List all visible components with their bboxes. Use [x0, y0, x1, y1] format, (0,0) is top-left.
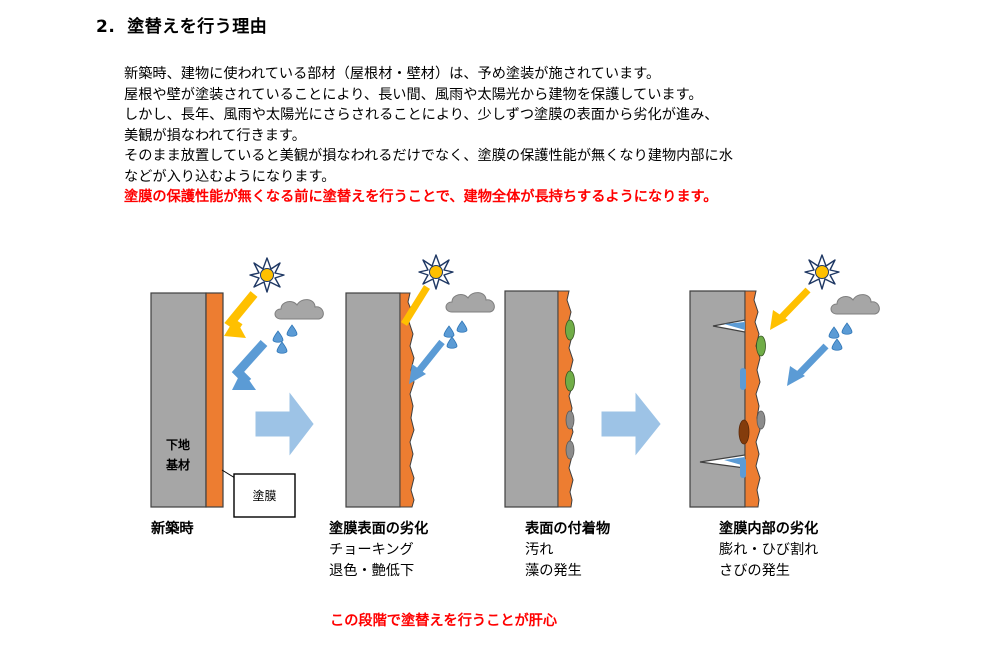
section-heading: 2. 塗替えを行う理由 [96, 12, 267, 37]
stage-title: 表面の付着物 [525, 521, 611, 537]
raindrop-icon [286, 324, 298, 337]
water-blister [740, 368, 746, 390]
paragraph-line: 新築時、建物に使われている部材（屋根材・壁材）は、予め塗装が施されています。 [124, 66, 661, 82]
coating-callout-line [221, 469, 236, 479]
stage-detail: 膨れ・ひび割れ [719, 542, 819, 558]
stage-title: 新築時 [151, 521, 194, 537]
dirt-deposit [756, 410, 766, 430]
algae-deposit [756, 335, 766, 357]
stage-detail: 退色・艶低下 [329, 563, 415, 579]
sunlight-arrow-head [770, 310, 788, 330]
key-point-note: この段階で塗替えを行うことが肝心 [330, 613, 558, 629]
stage-detail: さびの発生 [719, 563, 790, 579]
explanation-paragraph: 新築時、建物に使われている部材（屋根材・壁材）は、予め塗装が施されています。 屋… [124, 64, 884, 208]
algae-deposit [565, 319, 575, 341]
coating-layer [744, 290, 761, 508]
paragraph-line: などが入り込むようになります。 [124, 168, 336, 185]
substrate-wall [345, 292, 401, 508]
rain-arrow-head [232, 370, 256, 390]
substrate-wall [150, 292, 207, 508]
paragraph-line: そのまま放置していると美観が損なわれるだけでなく、塗膜の保護性能が無くなり建物内… [124, 148, 733, 164]
algae-deposit [565, 370, 575, 392]
raindrop-icon [831, 338, 843, 351]
stage-title: 塗膜表面の劣化 [329, 521, 429, 537]
rust-spot [738, 419, 750, 445]
section-number: 2. [96, 17, 116, 37]
raindrop-icon [456, 320, 468, 333]
water-ingress [724, 457, 745, 466]
raindrop-icon [276, 341, 288, 354]
cloud-icon [830, 294, 880, 315]
sun-icon [418, 254, 454, 290]
water-ingress [724, 322, 745, 330]
rain-arrow-head [409, 364, 426, 384]
stage-1-new: 下地 基材 塗膜 [150, 257, 324, 518]
raindrop-icon [443, 325, 455, 338]
stage-4-caption: 塗膜内部の劣化 膨れ・ひび割れ さびの発生 [719, 519, 818, 582]
coating-label: 塗膜 [252, 488, 276, 503]
rain-arrow-head [787, 366, 805, 386]
stage-2-caption: 塗膜表面の劣化 チョーキング 退色・艶低下 [329, 519, 428, 582]
rain-arrow [794, 343, 829, 379]
substrate-label-1: 下地 [166, 437, 190, 452]
progress-arrow [255, 392, 314, 456]
stage-2-surface-deterioration [345, 254, 495, 508]
cloud-icon [274, 299, 324, 320]
raindrop-icon [841, 322, 853, 335]
dirt-deposit [565, 440, 575, 460]
sun-icon [249, 257, 285, 293]
paragraph-line: しかし、長年、風雨や太陽光にさらされることにより、少しずつ塗膜の表面から劣化が進… [124, 107, 719, 123]
raindrop-icon [828, 326, 840, 339]
substrate-label-2: 基材 [165, 457, 190, 472]
sun-icon [804, 254, 840, 290]
coating-layer [205, 292, 224, 508]
dirt-deposit [565, 410, 575, 430]
sunlight-arrow [401, 285, 430, 326]
emphasis-line: 塗膜の保護性能が無くなる前に塗替えを行うことで、建物全体が長持ちするようになりま… [124, 189, 718, 205]
section-title: 塗替えを行う理由 [127, 17, 268, 37]
coating-callout-box [233, 473, 296, 518]
stage-detail: 汚れ [525, 542, 554, 558]
paragraph-line: 美観が損なわれて行きます。 [124, 127, 306, 144]
substrate-wall [504, 290, 559, 508]
water-blister [740, 458, 746, 478]
stage-detail: チョーキング [329, 542, 414, 558]
cloud-icon [445, 292, 495, 313]
rain-arrow [415, 339, 445, 375]
progress-arrow [601, 392, 661, 456]
stage-4-internal-deterioration [689, 254, 880, 508]
paragraph-line: 屋根や壁が塗装されていることにより、長い間、風雨や太陽光から建物を保護しています… [124, 86, 703, 103]
stage-title: 塗膜内部の劣化 [719, 521, 819, 537]
stage-1-caption: 新築時 [151, 519, 194, 540]
stage-3-surface-deposits [504, 290, 575, 508]
sunlight-arrow-head [224, 318, 246, 338]
raindrop-icon [272, 330, 284, 343]
raindrop-icon [446, 336, 458, 349]
stage-3-caption: 表面の付着物 汚れ 藻の発生 [525, 519, 610, 582]
stage-detail: 藻の発生 [525, 563, 582, 579]
sunlight-arrow [776, 287, 811, 323]
